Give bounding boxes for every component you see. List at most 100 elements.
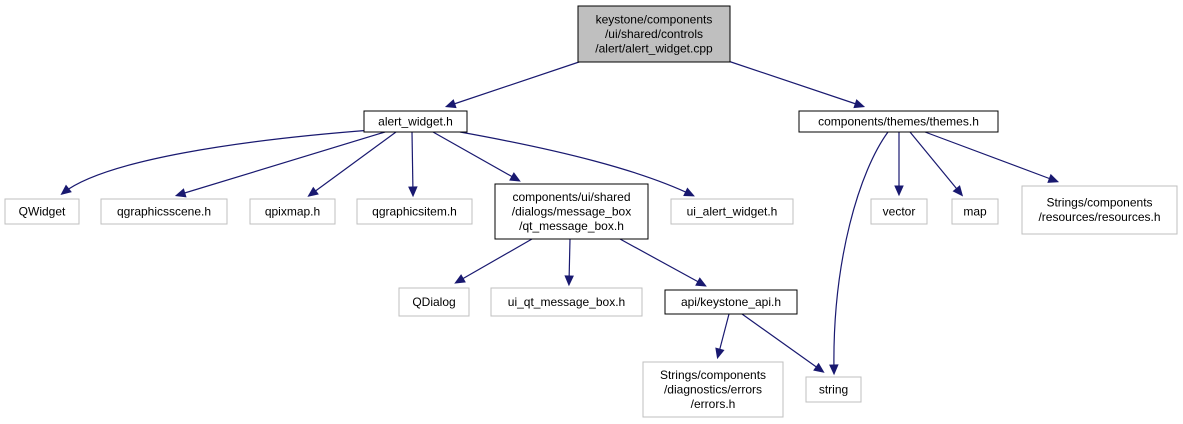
arrowhead xyxy=(408,186,418,198)
edge-keystone_api_h-to-string xyxy=(741,313,825,373)
node-label-line: Strings/components xyxy=(660,368,766,382)
node-box xyxy=(249,198,336,225)
node-qt-message-box-h[interactable]: components/ui/shared/dialogs/message_box… xyxy=(494,183,649,240)
arrowhead xyxy=(564,275,574,287)
node-keystone-api-h[interactable]: api/keystone_api.h xyxy=(664,289,798,315)
node-alert-widget-h[interactable]: alert_widget.h xyxy=(363,110,468,133)
arrowhead xyxy=(60,184,72,195)
node-label-line: vector xyxy=(883,204,916,218)
node-qwidget: QWidget xyxy=(4,198,80,225)
node-label-line: map xyxy=(963,204,987,218)
edge-alert_widget_h-to-qgraphicsscene_h xyxy=(174,131,386,198)
node-box xyxy=(1021,185,1178,235)
edge-themes_h-to-resources_h xyxy=(924,131,1060,183)
node-label-line: qgraphicsitem.h xyxy=(372,204,457,218)
edge-alert_widget_h-to-ui_alert_widget_h xyxy=(459,131,695,197)
node-label-line: /dialogs/message_box xyxy=(512,204,631,218)
node-box xyxy=(4,198,80,225)
edge-line xyxy=(456,238,533,283)
node-qgraphicsscene-h: qgraphicsscene.h xyxy=(100,198,228,225)
node-errors-h: Strings/components/diagnostics/errors/er… xyxy=(642,361,784,418)
edges-layer xyxy=(60,60,1060,376)
arrowhead xyxy=(829,364,839,376)
arrowhead xyxy=(715,347,725,360)
edge-keystone_api_h-to-errors_h xyxy=(715,313,730,360)
node-box xyxy=(642,361,784,418)
node-label-line: /ui/shared/controls xyxy=(605,27,703,41)
arrowhead xyxy=(813,362,825,373)
node-box xyxy=(356,198,473,225)
node-box xyxy=(670,198,794,225)
node-label-line: /errors.h xyxy=(691,397,736,411)
edge-themes_h-to-vector xyxy=(894,132,904,197)
node-label-line: string xyxy=(819,382,848,396)
arrowhead xyxy=(174,188,187,198)
node-alert-widget-cpp[interactable]: keystone/components/ui/shared/controls/a… xyxy=(577,5,731,63)
arrowhead xyxy=(952,185,964,197)
node-box xyxy=(398,287,470,317)
node-box xyxy=(577,5,731,63)
node-map: map xyxy=(951,198,999,225)
node-label-line: keystone/components xyxy=(596,12,713,26)
edge-themes_h-to-string xyxy=(829,131,889,376)
arrowhead xyxy=(444,99,457,109)
edge-themes_h-to-map xyxy=(909,131,964,197)
node-ui-alert-widget-h: ui_alert_widget.h xyxy=(670,198,794,225)
node-label-line: QDialog xyxy=(412,295,455,309)
arrowhead xyxy=(683,187,695,197)
node-themes-h[interactable]: components/themes/themes.h xyxy=(798,110,999,133)
edge-alert_widget_h-to-qwidget xyxy=(60,129,373,195)
node-qpixmap-h: qpixmap.h xyxy=(249,198,336,225)
arrowhead xyxy=(509,172,521,182)
node-box xyxy=(664,289,798,315)
node-label-line: alert_widget.h xyxy=(378,114,453,128)
edge-line xyxy=(177,131,386,196)
edge-alert_widget_cpp-to-themes_h xyxy=(727,60,866,109)
node-box xyxy=(805,376,862,403)
arrowhead xyxy=(894,185,904,197)
edge-line xyxy=(309,131,397,196)
edge-line xyxy=(924,131,1057,182)
edge-line xyxy=(411,131,414,195)
node-ui-qt-message-box-h: ui_qt_message_box.h xyxy=(490,287,643,317)
edge-line xyxy=(833,131,889,373)
node-label-line: components/themes/themes.h xyxy=(818,114,979,128)
node-box xyxy=(494,183,649,240)
node-string: string xyxy=(805,376,862,403)
edge-alert_widget_h-to-qgraphicsitem_h xyxy=(408,131,418,198)
node-label-line: api/keystone_api.h xyxy=(681,295,781,309)
edge-line xyxy=(727,60,863,107)
node-box xyxy=(951,198,999,225)
arrowhead xyxy=(1047,173,1060,183)
edge-alert_widget_cpp-to-alert_widget_h xyxy=(444,60,583,109)
edge-qt_message_box_h-to-qdialog xyxy=(454,238,533,284)
arrowhead xyxy=(853,99,866,109)
node-label-line: ui_alert_widget.h xyxy=(687,204,778,218)
node-label-line: /diagnostics/errors xyxy=(664,382,762,396)
node-box xyxy=(100,198,228,225)
edge-alert_widget_h-to-qpixmap_h xyxy=(307,131,397,197)
node-label-line: qgraphicsscene.h xyxy=(117,204,211,218)
edge-qt_message_box_h-to-ui_qt_message_box_h xyxy=(564,238,574,287)
node-box xyxy=(490,287,643,317)
edge-line xyxy=(447,60,583,107)
node-label-line: qpixmap.h xyxy=(265,204,320,218)
node-box xyxy=(363,110,468,133)
edge-line xyxy=(619,238,705,286)
arrowhead xyxy=(307,186,319,197)
node-box xyxy=(798,110,999,133)
node-label-line: Strings/components xyxy=(1046,196,1152,210)
node-label-line: /alert/alert_widget.cpp xyxy=(595,41,713,55)
node-label-line: /resources/resources.h xyxy=(1038,210,1160,224)
arrowhead xyxy=(454,274,466,284)
node-resources-h: Strings/components/resources/resources.h xyxy=(1021,185,1178,235)
node-label-line: components/ui/shared xyxy=(512,190,630,204)
node-label-line: QWidget xyxy=(19,204,66,218)
node-vector: vector xyxy=(870,198,928,225)
edge-line xyxy=(432,131,519,181)
edge-line xyxy=(62,129,373,194)
edge-alert_widget_h-to-qt_message_box_h xyxy=(432,131,521,182)
node-qdialog: QDialog xyxy=(398,287,470,317)
node-box xyxy=(870,198,928,225)
